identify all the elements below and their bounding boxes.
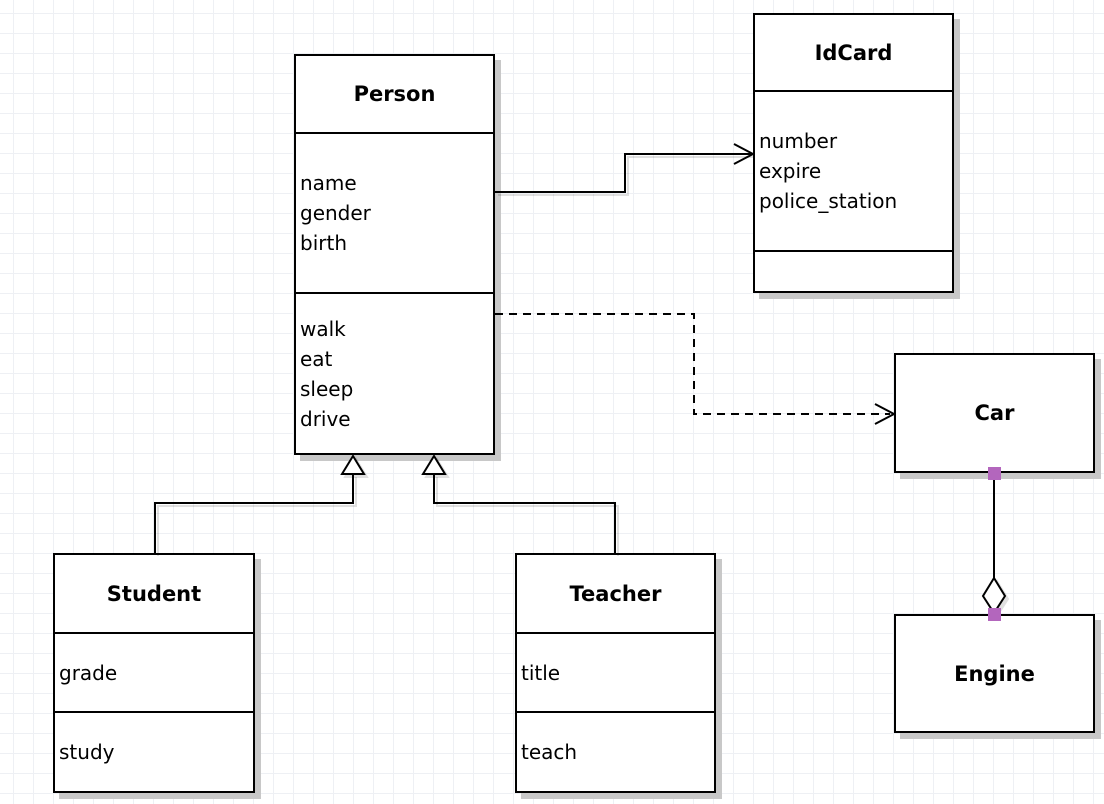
class-box-person[interactable]: Person name gender birth walk eat sleep drive	[294, 54, 495, 455]
class-member: title	[521, 660, 561, 685]
class-member: eat	[300, 346, 333, 371]
class-member: study	[59, 740, 115, 764]
class-title-student: Student	[55, 555, 253, 634]
class-member: walk	[300, 316, 346, 341]
hollow-diamond-icon	[981, 576, 1007, 615]
association-person-idcard[interactable]	[495, 143, 756, 193]
hollow-triangle-icon	[421, 454, 447, 475]
class-title-car: Car	[974, 401, 1015, 425]
class-member: expire	[759, 159, 822, 183]
class-section-teacher-0: title	[517, 634, 714, 713]
class-section-idcard-1	[755, 252, 952, 291]
class-box-car[interactable]: Car	[894, 353, 1095, 473]
class-member: gender	[300, 201, 371, 225]
class-member: police_station	[759, 189, 898, 213]
class-section-teacher-1: teach	[517, 713, 714, 791]
class-box-engine[interactable]: Engine	[894, 614, 1095, 733]
class-section-student-1: study	[55, 713, 253, 791]
class-title-teacher: Teacher	[517, 555, 714, 634]
class-member: teach	[521, 740, 578, 764]
class-section-idcard-0: number expire police_station	[755, 92, 952, 252]
hollow-triangle-icon	[340, 454, 366, 475]
class-member: drive	[300, 406, 351, 431]
class-box-idcard[interactable]: IdCard number expire police_station	[753, 13, 954, 293]
class-member: number	[759, 129, 838, 153]
class-section-person-1: walk eat sleep drive	[296, 294, 493, 453]
class-member: sleep	[300, 376, 354, 401]
generalization-teacher-person[interactable]	[421, 454, 616, 553]
class-box-teacher[interactable]: Teacher title teach	[515, 553, 716, 793]
generalization-student-person[interactable]	[154, 454, 366, 553]
class-member: name	[300, 171, 357, 195]
open-arrowhead-icon	[733, 143, 756, 165]
class-member: birth	[300, 231, 347, 255]
class-section-student-0: grade	[55, 634, 253, 713]
dependency-person-car[interactable]	[495, 313, 897, 425]
class-title-engine: Engine	[954, 661, 1035, 686]
class-box-student[interactable]: Student grade study	[53, 553, 255, 793]
class-member: grade	[59, 660, 118, 685]
aggregation-car-engine[interactable]	[981, 467, 1007, 621]
class-title-person: Person	[296, 56, 493, 134]
class-section-person-0: name gender birth	[296, 134, 493, 294]
open-arrowhead-icon	[874, 403, 897, 425]
class-title-idcard: IdCard	[755, 15, 952, 92]
